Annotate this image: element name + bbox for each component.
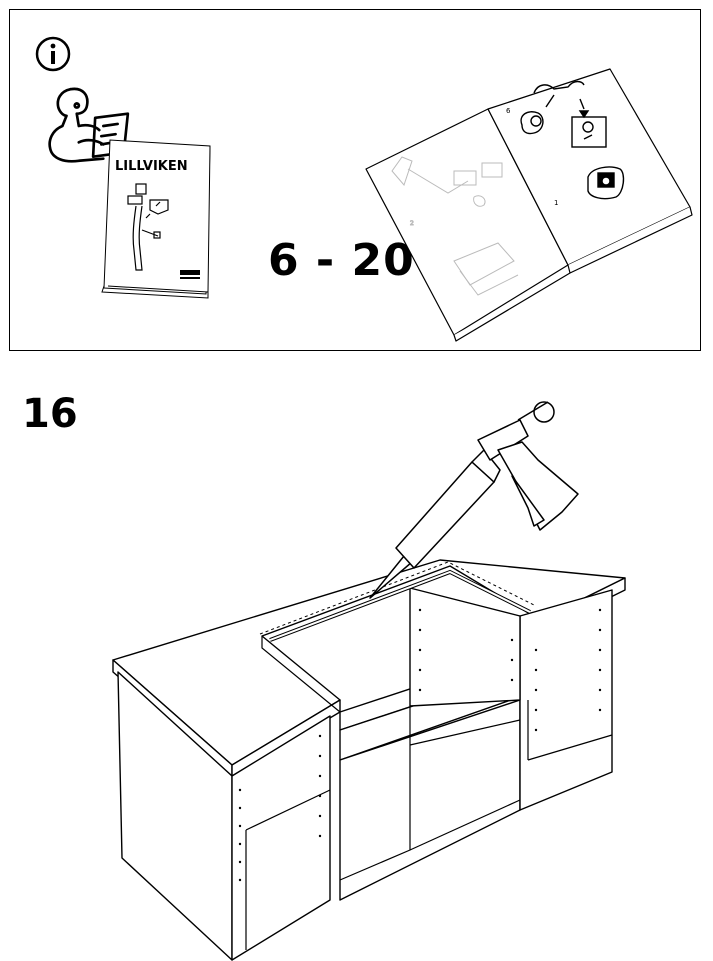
booklet-title: LILLVIKEN (115, 159, 188, 174)
page-range: 6 - 20 (268, 235, 415, 286)
step-number: 16 (22, 391, 78, 437)
open-manual-illustration: 2 6 1 (365, 68, 693, 342)
svg-text:2: 2 (410, 220, 414, 227)
lillviken-booklet (101, 139, 211, 299)
caulking-gun (369, 401, 579, 599)
manual-page-number-left: 6 (506, 107, 511, 115)
manual-page-number-right: 1 (554, 199, 558, 207)
info-panel: LILLVIKEN 6 - 20 2 (9, 9, 701, 351)
reading-person-icon (48, 87, 130, 163)
info-icon (35, 36, 71, 72)
